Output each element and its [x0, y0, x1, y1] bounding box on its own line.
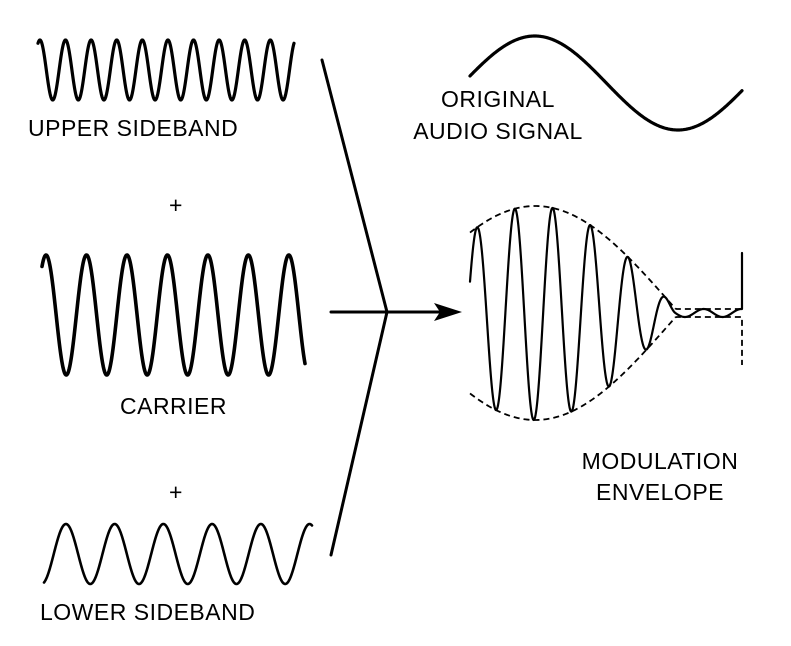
combiner-line-upper	[320, 58, 389, 314]
carrier-label: CARRIER	[120, 393, 227, 419]
modulation-envelope-label-line2: ENVELOPE	[596, 479, 724, 505]
original-audio-label-line2: AUDIO SIGNAL	[413, 118, 583, 144]
combiner-line-lower	[329, 310, 389, 557]
modulation-envelope-label-line1: MODULATION	[582, 448, 739, 474]
envelope-lower-dashed	[469, 316, 743, 421]
carrier-wave	[40, 253, 307, 377]
envelope-upper-dashed	[469, 205, 743, 310]
original-audio-label-line1: ORIGINAL	[441, 86, 555, 112]
upper-sideband-label: UPPER SIDEBAND	[28, 115, 238, 141]
lower-sideband-label: LOWER SIDEBAND	[40, 599, 255, 625]
plus-symbol-bottom: +	[169, 479, 183, 505]
plus-symbol-top: +	[169, 192, 183, 218]
arrow-head-icon	[434, 303, 462, 321]
original-audio-wave	[468, 34, 744, 132]
upper-sideband-wave	[36, 38, 296, 102]
modulated-wave	[468, 206, 744, 422]
lower-sideband-wave	[42, 522, 314, 586]
